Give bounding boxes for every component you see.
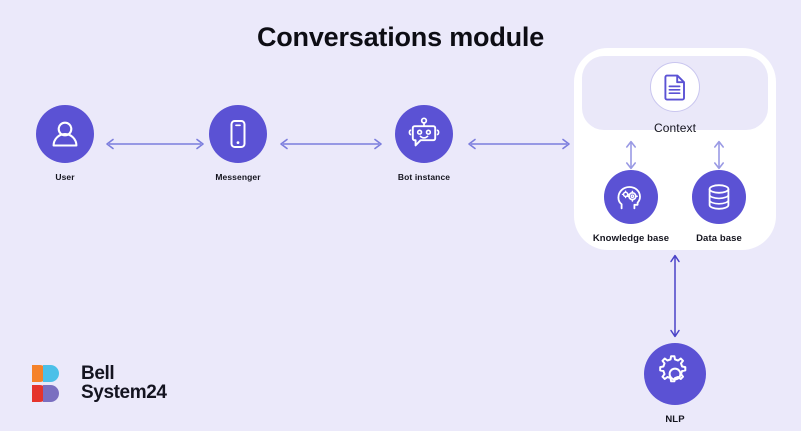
page-title: Conversations module bbox=[256, 22, 545, 52]
robot-chat-icon bbox=[408, 117, 440, 147]
node-label-knowledge-base: Knowledge base bbox=[592, 233, 670, 244]
document-icon bbox=[664, 74, 685, 101]
arrow-context-to-knowledge-base bbox=[624, 138, 638, 172]
bot-icon-circle bbox=[395, 105, 453, 163]
logo-mark-icon bbox=[30, 363, 72, 405]
logo-text-line1: Bell bbox=[81, 363, 115, 385]
node-label-nlp: NLP bbox=[665, 414, 685, 425]
node-bot-instance[interactable]: Bot instance bbox=[369, 105, 479, 182]
knowledge-base-icon-circle bbox=[604, 170, 658, 224]
smartphone-icon bbox=[230, 120, 246, 148]
node-knowledge-base[interactable]: Knowledge base bbox=[576, 170, 686, 244]
logo-wordmark: Bell System24 bbox=[81, 365, 167, 402]
brain-gears-icon bbox=[617, 186, 641, 210]
arrow-bot-to-context-panel bbox=[465, 137, 573, 151]
user-icon-circle bbox=[36, 105, 94, 163]
data-base-icon-circle bbox=[692, 170, 746, 224]
user-icon bbox=[52, 121, 78, 147]
database-icon bbox=[708, 184, 730, 210]
node-data-base[interactable]: Data base bbox=[664, 170, 774, 244]
node-user[interactable]: User bbox=[10, 105, 120, 182]
arrow-user-to-messenger bbox=[103, 137, 207, 151]
node-label-user: User bbox=[55, 172, 75, 182]
brand-logo: Bell System24 bbox=[30, 363, 167, 405]
arrow-messenger-to-bot bbox=[277, 137, 385, 151]
node-label-context: Context bbox=[653, 121, 697, 135]
gear-icon bbox=[659, 355, 687, 383]
node-nlp[interactable]: NLP bbox=[620, 343, 730, 425]
node-label-data-base: Data base bbox=[696, 233, 742, 244]
arrow-context-to-data-base bbox=[712, 138, 726, 172]
node-label-messenger: Messenger bbox=[215, 172, 261, 182]
nlp-icon-circle bbox=[644, 343, 706, 405]
context-icon-circle bbox=[650, 62, 700, 112]
node-messenger[interactable]: Messenger bbox=[183, 105, 293, 182]
messenger-icon-circle bbox=[209, 105, 267, 163]
node-label-bot-instance: Bot instance bbox=[397, 172, 451, 182]
arrow-panel-to-nlp bbox=[668, 252, 682, 340]
logo-text-line2: System24 bbox=[81, 382, 167, 403]
node-context[interactable]: Context bbox=[620, 62, 730, 135]
